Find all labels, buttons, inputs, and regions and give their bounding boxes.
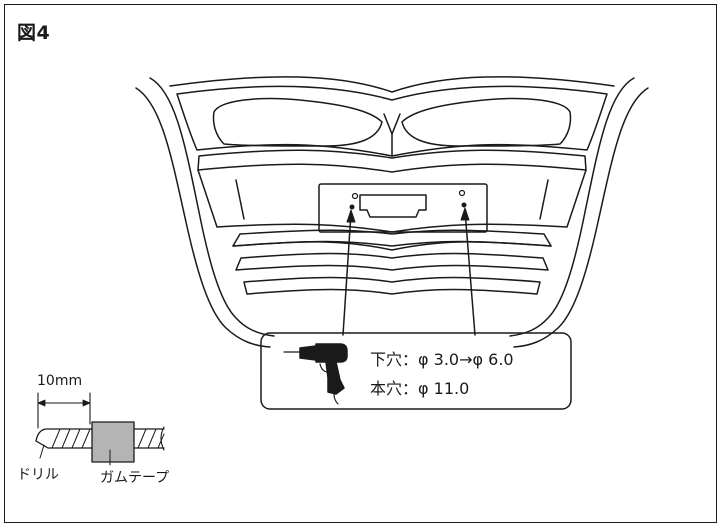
figure-frame	[4, 4, 717, 523]
leader-lines	[342, 210, 476, 336]
arrowhead-left	[346, 209, 356, 223]
upper-grille	[176, 85, 608, 157]
figure-title: 図4	[17, 22, 51, 44]
dimension-label: 10mm	[37, 373, 83, 389]
pilot-hole-label: 下穴：φ 3.0→φ 6.0	[370, 350, 514, 369]
plate-panel	[197, 149, 587, 233]
lower-grille	[232, 229, 552, 295]
tape-block	[91, 421, 135, 463]
callout-box	[260, 332, 572, 410]
tape-label: ガムテープ	[100, 470, 170, 486]
power-drill-icon	[283, 343, 348, 405]
main-hole-label: 本穴：φ 11.0	[370, 379, 470, 398]
bumper-outline	[135, 76, 649, 348]
drill-label: ドリル	[17, 467, 59, 483]
drill-bit-inset	[35, 392, 165, 466]
arrowhead-right	[460, 207, 470, 221]
